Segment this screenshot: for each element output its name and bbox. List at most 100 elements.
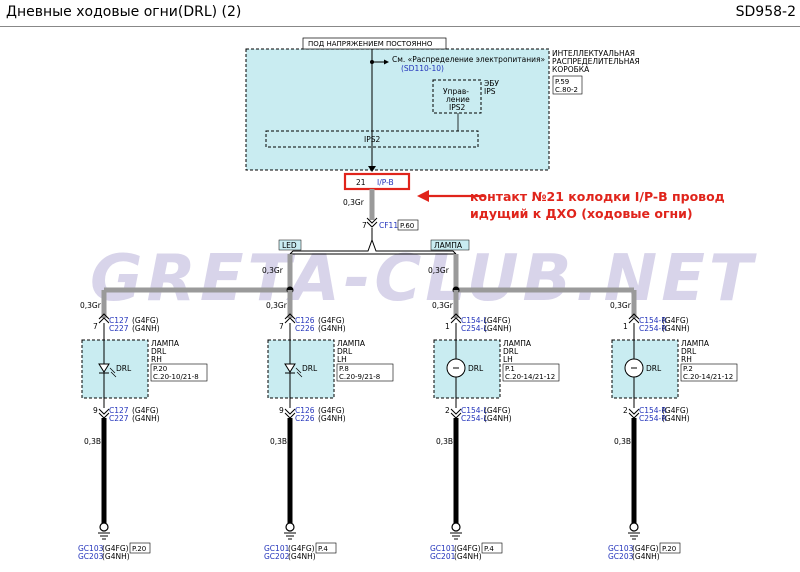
lamp-var-bot-1: (G4FG) [662,406,689,415]
lamp-var-bot-2: (G4NH) [484,414,512,423]
lamp-conn-top-1: C154-L [461,316,488,325]
annotation-line-2: идущий к ДХО (ходовые огни) [470,206,693,221]
lamp-ref-page: P.8 [339,365,349,373]
lamp-wire-bottom: 0,3B [84,437,101,446]
lamp-var-bot-1: (G4FG) [484,406,511,415]
lamp-var-top-2: (G4NH) [318,324,346,333]
pin-21: 21 [356,178,366,187]
lamp-ref-page: P.1 [505,365,515,373]
lamp-var-bot-1: (G4FG) [318,406,345,415]
see-ref-code: (SD110-10) [401,64,444,73]
lamp-var-top-1: (G4FG) [318,316,345,325]
ctrl-label-1: Управ- [443,87,469,96]
lamp-var-bot-1: (G4FG) [132,406,159,415]
lamp-label-1: ЛАМПА [681,339,710,348]
connector-top-icon [450,317,462,324]
lamp-var-top-2: (G4NH) [132,324,160,333]
connector-arrow-icon [368,166,376,172]
lamp-conn-top-2: C226 [295,324,315,333]
lamp-conn-bot-1: C127 [109,406,129,415]
lamp-conn-bot-1: C154-R [639,406,666,415]
lamp-ref-frame [680,363,738,382]
lamp-wire-top: 0,3Gr [432,301,454,310]
lamp-label-2: DRL [503,347,519,356]
watermark: GRETA-CLUB.NET [90,242,757,316]
annotation-arrow-icon [417,190,429,202]
led-icon [109,367,116,374]
ground-ref: P.4 [484,545,494,553]
ground-point-2: GC203 [608,552,634,561]
ground-var-1: (G4FG) [454,544,481,553]
lamp-conn-top-2: C227 [109,324,129,333]
ips-control-box [432,79,482,114]
led-icon [98,363,110,373]
lamp-conn-top-1: C127 [109,316,129,325]
lamp-var-bot-2: (G4NH) [662,414,690,423]
lamp-var-top-1: (G4FG) [484,316,511,325]
ground-ref-frame [129,542,151,554]
ground-point-1: GC101 [264,544,290,553]
lamp-label-2: DRL [151,347,167,356]
ground-var-2: (G4NH) [102,552,130,561]
ground-point-1: GC101 [430,544,456,553]
page-title: Дневные ходовые огни(DRL) (2) [6,4,242,20]
cf11-label: CF11 [379,221,398,230]
led-icon [110,371,117,378]
ground-var-1: (G4FG) [288,544,315,553]
lamp-ref-frame [502,363,560,382]
ips2-label: IPS2 [364,135,380,144]
branch-led-label: 0,3Gr [262,266,284,275]
lamp-label-3: RH [681,355,692,364]
lamp-wire-bottom: 0,3B [614,437,631,446]
lamp-box [611,339,679,399]
lamp-wire-top: 0,3Gr [610,301,632,310]
lamp-var-top-1: (G4FG) [662,316,689,325]
lamp-name: DRL [302,364,318,373]
connector-bottom-icon [628,408,640,415]
box-ref-conn: C.80-2 [555,86,578,94]
branch-lamp-label: 0,3Gr [428,266,450,275]
lamp-conn-bot-2: C227 [109,414,129,423]
led-icon [284,363,296,373]
connector-ip-b: I/P-B [377,178,394,187]
lamp-pin-top: 1 [623,322,628,331]
lamp-ref-conn: C.20-14/21-12 [683,373,733,381]
ground-icon [99,522,109,532]
lamp-pin-bottom: 9 [93,406,98,415]
highlight-frame [343,172,411,191]
ground-var-1: (G4FG) [102,544,129,553]
always-hot-label-box [302,37,447,50]
see-ref-text: См. «Распределение электропитания» [392,55,546,64]
lamp-pin-bottom: 2 [623,406,628,415]
main-wire-label: 0,3Gr [343,198,365,207]
ground-point-1: GC103 [608,544,634,553]
lamp-var-top-2: (G4NH) [662,324,690,333]
lamp-conn-top-2: C254-L [461,324,488,333]
connector-top-icon [628,317,640,324]
lamp-conn-top-1: C126 [295,316,315,325]
lamp-conn-bot-1: C154-L [461,406,488,415]
lamp-conn-bot-2: C254-L [461,414,488,423]
lamp-pin-bottom: 2 [445,406,450,415]
lamp-label-2: DRL [681,347,697,356]
lamp-label-3: RH [151,355,162,364]
ground-var-2: (G4NH) [454,552,482,561]
box-name-2: РАСПРЕДЕЛИТЕЛЬНАЯ [552,57,640,66]
ecu-label-2: IPS [484,87,496,96]
lamp-pin-top: 7 [279,322,284,331]
lamp-wire-top: 0,3Gr [80,301,102,310]
ecu-label-1: ЭБУ [484,79,499,88]
ground-point-2: GC201 [430,552,456,561]
lamp-label-1: ЛАМПА [503,339,532,348]
lamp-ref-page: P.20 [153,365,167,373]
page-code: SD958-2 [735,4,796,20]
ground-point-1: GC103 [78,544,104,553]
lamp-var-top-2: (G4NH) [484,324,512,333]
connector-bottom-icon [98,408,110,415]
tag-lamp: ЛАМПА [434,241,463,250]
lamp-conn-top-2: C254-R [639,324,666,333]
lamp-pin-top: 1 [445,322,450,331]
ips2-box [265,130,479,148]
box-name-3: КОРОБКА [552,65,590,74]
